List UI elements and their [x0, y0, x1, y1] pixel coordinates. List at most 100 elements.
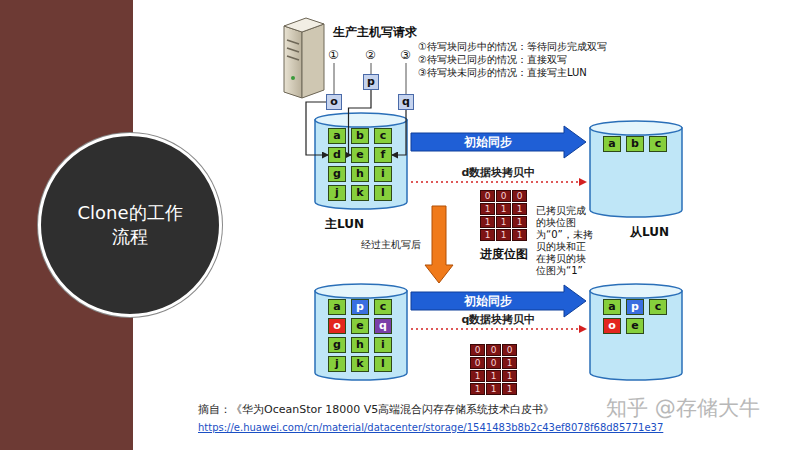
- bitmap-bit: 1: [513, 204, 526, 214]
- block-letter: l: [375, 186, 391, 200]
- label-holder: 1: [512, 216, 527, 228]
- bitmap-bit: 0: [471, 345, 484, 355]
- data-block-cell: j: [328, 185, 346, 201]
- block-letter: a: [604, 137, 620, 151]
- label-holder: 1: [470, 370, 485, 382]
- data-block-cell: a: [603, 136, 621, 152]
- block-letter: b: [627, 137, 643, 151]
- label-holder: 知乎 @存储大牛: [606, 394, 760, 422]
- note-text: 进度位图: [480, 246, 528, 263]
- bitmap-bit: 1: [497, 204, 510, 214]
- cylinder-body: [315, 120, 407, 209]
- label-holder: 1: [512, 229, 527, 241]
- label-holder: 0: [480, 190, 495, 202]
- label-holder: 1: [496, 203, 511, 215]
- label-holder: 已拷贝完成的块位图为“0”，未拷贝的块和正在拷贝的块位图为“1”: [536, 205, 594, 277]
- edge-label-holder: q数据块拷贝中: [460, 313, 538, 326]
- label-holder: 1: [486, 370, 501, 382]
- label-holder: ③: [400, 48, 411, 62]
- data-block-cell: p: [626, 299, 644, 315]
- bitmap-bit: 0: [487, 345, 500, 355]
- block-letter: k: [352, 186, 368, 200]
- bitmap-bit: 0: [503, 345, 516, 355]
- block-letter: q: [375, 319, 391, 333]
- bitmap-bit: 1: [503, 358, 516, 368]
- data-block-cell: h: [351, 166, 369, 182]
- lun-cylinder: 主LUNabcdefghijkl: [313, 112, 409, 210]
- bitmap-bit: 1: [471, 371, 484, 381]
- bitmap-bit: 1: [481, 204, 494, 214]
- block-letter: o: [330, 95, 338, 109]
- data-block-cell: e: [626, 318, 644, 334]
- cylinder-top: [590, 121, 682, 135]
- bitmap-bit: 1: [487, 384, 500, 394]
- block-letter: d: [329, 148, 345, 162]
- data-block-cell: c: [649, 299, 667, 315]
- data-block-cell: k: [351, 356, 369, 372]
- block-letter: h: [352, 338, 368, 352]
- block-letter: c: [650, 300, 666, 314]
- callout-number: ③: [400, 48, 411, 62]
- bitmap-bit: 0: [497, 191, 510, 201]
- label-holder: 1: [502, 383, 517, 395]
- label-holder: 1: [502, 370, 517, 382]
- callout-number: ②: [365, 48, 376, 62]
- block-letter: o: [329, 319, 345, 333]
- block-letter: c: [375, 300, 391, 314]
- bitmap-bit: 0: [487, 358, 500, 368]
- data-block-cell: f: [374, 147, 392, 163]
- label-holder: 1: [480, 203, 495, 215]
- label-holder: 0: [486, 357, 501, 369]
- label-holder: 0: [470, 357, 485, 369]
- block-letter: e: [627, 319, 643, 333]
- label-holder: ②待写块已同步的情况：直接双写: [418, 53, 567, 67]
- label-holder: 进度位图: [480, 246, 528, 263]
- data-block-cell: p: [351, 299, 369, 315]
- note-text: 生产主机写请求: [333, 24, 417, 41]
- lun-label: 主LUN: [325, 216, 364, 233]
- write-request-box: q: [398, 94, 414, 110]
- label-holder: 1: [480, 216, 495, 228]
- cylinder-top: [315, 113, 407, 127]
- label-holder: ③待写块未同步的情况：直接写主LUN: [418, 66, 587, 80]
- block-letter: o: [604, 319, 620, 333]
- server-icon: [284, 18, 324, 98]
- block-letter: k: [352, 357, 368, 371]
- leader-line: [334, 63, 406, 94]
- block-letter: f: [375, 148, 391, 162]
- label-holder: 0: [512, 190, 527, 202]
- cylinder-top: [590, 284, 682, 298]
- bitmap-bit: 1: [471, 384, 484, 394]
- bitmap-bit: 1: [503, 371, 516, 381]
- label-holder: https://e.huawei.com/cn/material/datacen…: [198, 422, 663, 433]
- label-holder: 0: [502, 344, 517, 356]
- data-block-cell: b: [626, 136, 644, 152]
- block-letter: p: [352, 300, 368, 314]
- data-block-cell: c: [649, 136, 667, 152]
- label-holder: 摘自：《华为OceanStor 18000 V5高端混合闪存存储系统技术白皮书》: [198, 402, 554, 417]
- watermark: 知乎 @存储大牛: [606, 394, 760, 422]
- block-letter: a: [604, 300, 620, 314]
- bitmap-bit: 1: [513, 230, 526, 240]
- edge-label-holder: 初始同步: [461, 135, 515, 150]
- note-text: 已拷贝完成的块位图为“0”，未拷贝的块和正在拷贝的块位图为“1”: [536, 205, 594, 277]
- label-holder: ①待写块同步中的情况：等待同步完成双写: [418, 40, 607, 54]
- lun-label: 从LUN: [630, 224, 669, 241]
- note-text: 摘自：《华为OceanStor 18000 V5高端混合闪存存储系统技术白皮书》: [198, 402, 554, 417]
- data-block-cell: e: [351, 147, 369, 163]
- data-block-cell: q: [374, 318, 392, 334]
- cylinder-body: [315, 291, 407, 380]
- circle-title: Clone的工作流程: [72, 201, 188, 249]
- block-letter: p: [367, 75, 375, 89]
- edge-label-holder: 初始同步: [461, 294, 515, 309]
- write-request-box: p: [363, 74, 379, 90]
- block-letter: j: [329, 186, 345, 200]
- data-block-cell: a: [603, 299, 621, 315]
- note-text: ①待写块同步中的情况：等待同步完成双写: [418, 40, 607, 54]
- write-request-box: o: [326, 94, 342, 110]
- bitmap-bit: 1: [481, 230, 494, 240]
- block-letter: e: [352, 148, 368, 162]
- bitmap-bit: 1: [497, 217, 510, 227]
- sync-arrow: [411, 126, 586, 158]
- block-letter: j: [329, 357, 345, 371]
